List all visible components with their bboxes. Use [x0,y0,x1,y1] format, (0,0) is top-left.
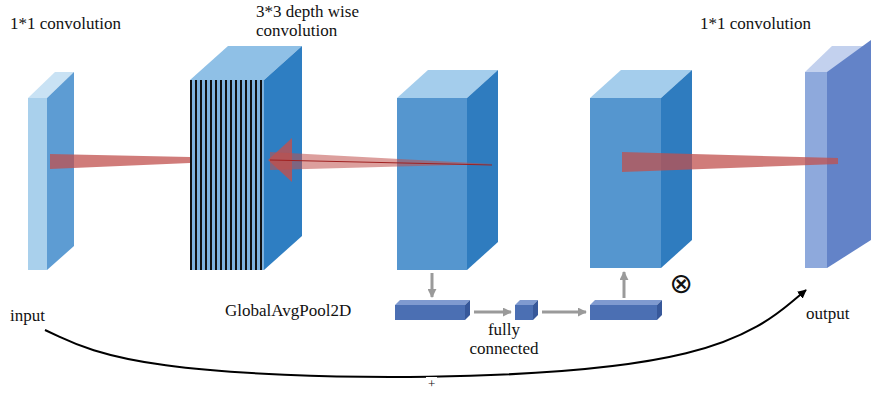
gray-arrow [431,273,434,297]
operation-label: 3*3 depth wise convolution [256,2,378,40]
gray-arrow [474,311,511,314]
conv-beam [50,154,190,169]
output-slab-node: output [806,40,866,328]
operation-label: fully connected [458,320,550,358]
node-text: GlobalAvgPool2D [225,302,351,321]
pool-node: GlobalAvgPool2D [225,298,473,324]
node-text: input [10,307,45,326]
gray-arrow [623,272,626,298]
beam-axis [270,160,492,165]
sum-sign: + [426,377,437,391]
skip-connection [45,290,806,377]
node-text: ⊗ [669,269,692,300]
operation-label: 1*1 convolution [10,14,121,33]
feature-block [397,70,498,270]
pool-bar [395,300,470,320]
operation-label: 1*1 convolution [700,14,811,33]
conv-beam [622,152,838,172]
depthwise-beam [270,152,492,170]
gray-arrow [542,311,586,314]
input-slab [28,72,74,270]
multiply-symbol: ⊗ [666,266,696,303]
output-slab [805,40,871,268]
node-text: output [806,305,849,324]
input-slab-node: input [10,85,90,330]
fc-bar [515,300,538,320]
excite-bar [590,300,662,320]
